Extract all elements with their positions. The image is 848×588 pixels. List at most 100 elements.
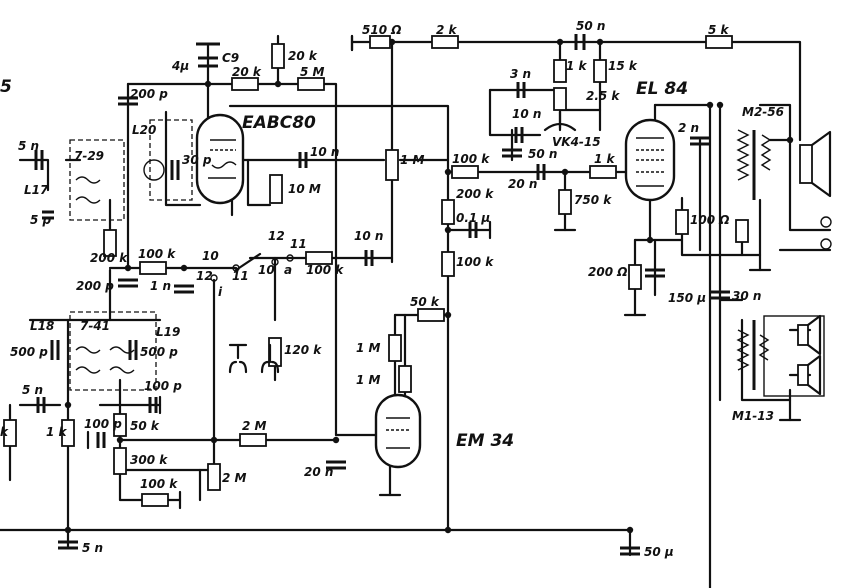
label-r-edge: k bbox=[0, 425, 9, 439]
if-can-7-29 bbox=[69, 139, 125, 221]
label-c-10n-tone: 10 n bbox=[512, 107, 541, 121]
tube-eabc80 bbox=[195, 113, 245, 205]
label-sw-11a: 11 bbox=[290, 237, 307, 251]
label-r-20k-v: 20 k bbox=[288, 49, 318, 63]
label-c-5n-left: 5 n bbox=[18, 139, 39, 153]
tube-el84 bbox=[624, 118, 676, 202]
label-c-5n-bot: 5 n bbox=[82, 541, 103, 555]
label-r-120k: 120 k bbox=[284, 343, 322, 357]
pot-1m bbox=[385, 149, 399, 181]
label-if-7-41: 7-41 bbox=[80, 319, 110, 333]
speaker-3-magnet bbox=[797, 364, 809, 386]
label-c-1n: 1 n bbox=[150, 279, 171, 293]
label-r-100-cathode: 100 Ω bbox=[690, 213, 729, 227]
label-c-50u: 50 μ bbox=[644, 545, 674, 559]
label-c-200p-top: 200 p bbox=[130, 87, 168, 101]
coil-l20-can bbox=[149, 119, 193, 201]
transformer-m2-56-secondary bbox=[760, 134, 772, 171]
label-c-500p-r: 500 p bbox=[140, 345, 178, 359]
resistor-50k-em bbox=[417, 308, 445, 322]
label-r-50k-em: 50 k bbox=[410, 295, 440, 309]
coil-l18 bbox=[75, 346, 101, 354]
label-el84: EL 84 bbox=[636, 79, 688, 99]
label-sw-i: i bbox=[218, 285, 223, 299]
label-c-150u: 150 μ bbox=[668, 291, 706, 305]
label-r-100k-c: 100 k bbox=[306, 263, 344, 277]
label-r-100k-switch: 100 k bbox=[138, 247, 176, 261]
resistor-20k-h bbox=[231, 77, 259, 91]
resistor-2-5k bbox=[553, 87, 567, 111]
label-r-100k-a: 100 k bbox=[452, 152, 490, 166]
label-r-750k: 750 k bbox=[574, 193, 612, 207]
resistor-50k bbox=[113, 413, 127, 437]
label-c-5p: 5 p bbox=[30, 213, 52, 227]
if-transformers bbox=[69, 119, 193, 391]
resistors bbox=[3, 35, 733, 507]
resistor-2m-v bbox=[207, 463, 221, 491]
ext-speaker-socket-1 bbox=[820, 216, 832, 228]
ground-symbols bbox=[86, 34, 802, 510]
label-r-1m-a: 1 M bbox=[356, 341, 381, 355]
resistor-2k bbox=[431, 35, 459, 49]
if-can-7-41 bbox=[69, 311, 157, 391]
label-eabc80: EABC80 bbox=[242, 113, 316, 133]
resistor-200k bbox=[441, 199, 455, 225]
label-pot-1m: 1 M bbox=[400, 153, 425, 167]
label-r-50k: 50 k bbox=[130, 419, 160, 433]
labels: EABC80 EL 84 EM 34 510 Ω 2 k 50 n 5 k C9… bbox=[0, 19, 784, 559]
label-c-200p-bot: 200 p bbox=[76, 279, 114, 293]
label-sw-10a: 10 bbox=[202, 249, 219, 263]
label-c-4u: 4μ bbox=[171, 59, 189, 73]
label-c-20n-em: 20 n bbox=[304, 465, 333, 479]
resistor-edge bbox=[3, 419, 17, 447]
switch-arm-1 bbox=[234, 252, 262, 272]
label-sw-12b: 12 bbox=[196, 269, 213, 283]
resistor-1k-left bbox=[61, 419, 75, 447]
label-c9: C9 bbox=[222, 51, 239, 65]
resistor-200k-if bbox=[103, 229, 117, 257]
label-r-1k-tone: 1 k bbox=[566, 59, 588, 73]
label-r-200k-v: 200 k bbox=[90, 251, 128, 265]
label-sw-10b: 10 bbox=[258, 263, 275, 277]
label-r-20k-h: 20 k bbox=[232, 65, 262, 79]
label-r-300k: 300 k bbox=[130, 453, 168, 467]
coil-l19 bbox=[109, 346, 135, 354]
label-r-100k-d: 100 k bbox=[140, 477, 178, 491]
capacitors bbox=[34, 34, 730, 556]
label-r-15k: 15 k bbox=[608, 59, 638, 73]
label-vk: VK4-15 bbox=[552, 135, 601, 149]
label-c-30n: 30 n bbox=[732, 289, 761, 303]
label-c-30p: 30 p bbox=[182, 153, 212, 167]
resistor-20k-v bbox=[271, 43, 285, 69]
resistor-100k-c bbox=[305, 251, 333, 265]
label-c-100p-a: 100 p bbox=[144, 379, 182, 393]
speaker-2-magnet bbox=[797, 324, 809, 346]
transformer-m2-56-primary bbox=[736, 129, 750, 181]
wires bbox=[0, 34, 832, 588]
output-section bbox=[735, 129, 832, 397]
transformer-m1-13-primary bbox=[736, 329, 750, 371]
label-r-10m: 10 M bbox=[288, 182, 321, 196]
label-c-5n-b: 5 n bbox=[22, 383, 43, 397]
label-r-510: 510 Ω bbox=[362, 23, 401, 37]
resistor-100k-a bbox=[451, 165, 479, 179]
tube-em34 bbox=[374, 393, 422, 469]
label-r-5k-top: 5 k bbox=[708, 23, 730, 37]
resistor-750k bbox=[558, 189, 572, 215]
label-m2: M2-56 bbox=[742, 105, 784, 119]
label-c-100p-b: 100 p bbox=[84, 417, 122, 431]
label-r-2k-top: 2 k bbox=[436, 23, 458, 37]
resistor-1k-grid bbox=[589, 165, 617, 179]
label-r-200-cathode: 200 Ω bbox=[588, 265, 627, 279]
switch-section bbox=[210, 252, 294, 374]
label-coil-l19: L19 bbox=[156, 325, 180, 339]
resistor-15k bbox=[593, 59, 607, 83]
label-c-50n-tone: 50 n bbox=[528, 147, 557, 161]
resistor-10m bbox=[269, 174, 283, 204]
label-c-3n: 3 n bbox=[510, 67, 531, 81]
resistor-hum-pot bbox=[735, 219, 749, 243]
resistor-1m-b bbox=[398, 365, 412, 393]
resistor-100-cathode bbox=[675, 209, 689, 235]
